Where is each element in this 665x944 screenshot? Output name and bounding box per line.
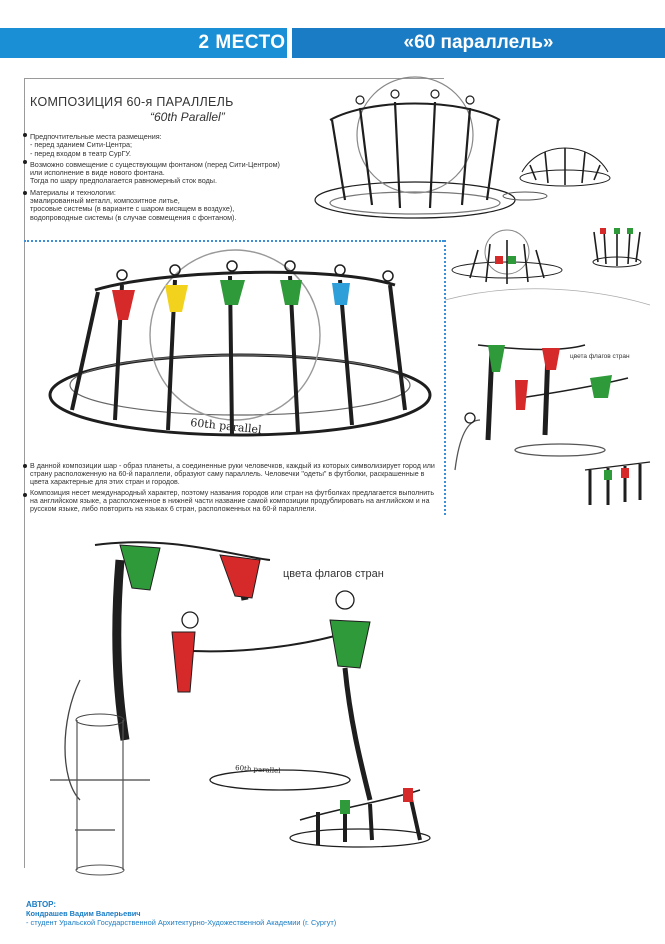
composition-subtitle: “60th Parallel”: [150, 110, 225, 124]
flag-colors-label-small: цвета флагов стран: [570, 353, 630, 360]
flag-colors-label-large: цвета флагов стран: [283, 568, 384, 580]
concept-block: В данной композиции шар - образ планеты,…: [30, 462, 435, 515]
materials-heading: Материалы и технологии:: [30, 187, 116, 197]
placement-heading: Предпочтительные места размещения:: [30, 132, 162, 141]
materials-item: тросовые системы (в варианте с шаром вис…: [30, 204, 235, 214]
bullet-markers: [23, 133, 27, 497]
materials-item: водопроводные системы (в случае совмещен…: [30, 212, 237, 222]
description-block: Предпочтительные места размещения: - пер…: [30, 132, 315, 225]
sketch-figures-right: [454, 344, 629, 471]
concept-text: Композиция несет международный характер,…: [30, 488, 435, 514]
sketch-guideline: [444, 288, 651, 306]
author-label: АВТОР:: [26, 900, 57, 909]
author-info: - студент Уральской Государственной Архи…: [26, 918, 337, 927]
base-inscription-small: 60th parallel: [235, 764, 282, 775]
author-name: Кондрашев Вадим Валерьевич: [26, 909, 141, 918]
sketch-figures-large: [50, 541, 373, 876]
place-label: 2 МЕСТО: [198, 32, 286, 53]
composition-title: КОМПОЗИЦИЯ 60-я ПАРАЛЛЕЛЬ: [30, 95, 234, 109]
top-frame-line: [24, 78, 444, 79]
sketch-small-dome: [502, 147, 611, 201]
sketch-chain-bottom: [289, 788, 431, 848]
fountain-text: Возможно совмещение с существующим фонта…: [30, 159, 280, 169]
sketch-fountain-sphere: [314, 76, 516, 219]
header-banner-left: [0, 28, 287, 58]
placement-item: - перед входом в театр СурГУ.: [30, 148, 131, 158]
placement-item: - перед зданием Сити-Центра;: [30, 140, 133, 150]
sketch-bowl: [451, 229, 563, 284]
left-frame-line: [24, 78, 25, 868]
sketch-basket: [592, 228, 642, 268]
fountain-text: Тогда по шару предполагается равномерный…: [30, 176, 217, 186]
fountain-text: или исполнение в виде нового фонтана.: [30, 168, 165, 178]
dotted-divider-vertical: [444, 240, 446, 515]
dotted-divider-horizontal: [24, 240, 444, 242]
concept-text: В данной композиции шар - образ планеты,…: [30, 462, 435, 487]
project-title: «60 параллель»: [292, 28, 665, 58]
materials-item: эмалированный металл, композитное литье,: [30, 196, 180, 206]
sketch-hands-chain: [584, 461, 651, 505]
sketch-main-composition: [48, 249, 432, 437]
